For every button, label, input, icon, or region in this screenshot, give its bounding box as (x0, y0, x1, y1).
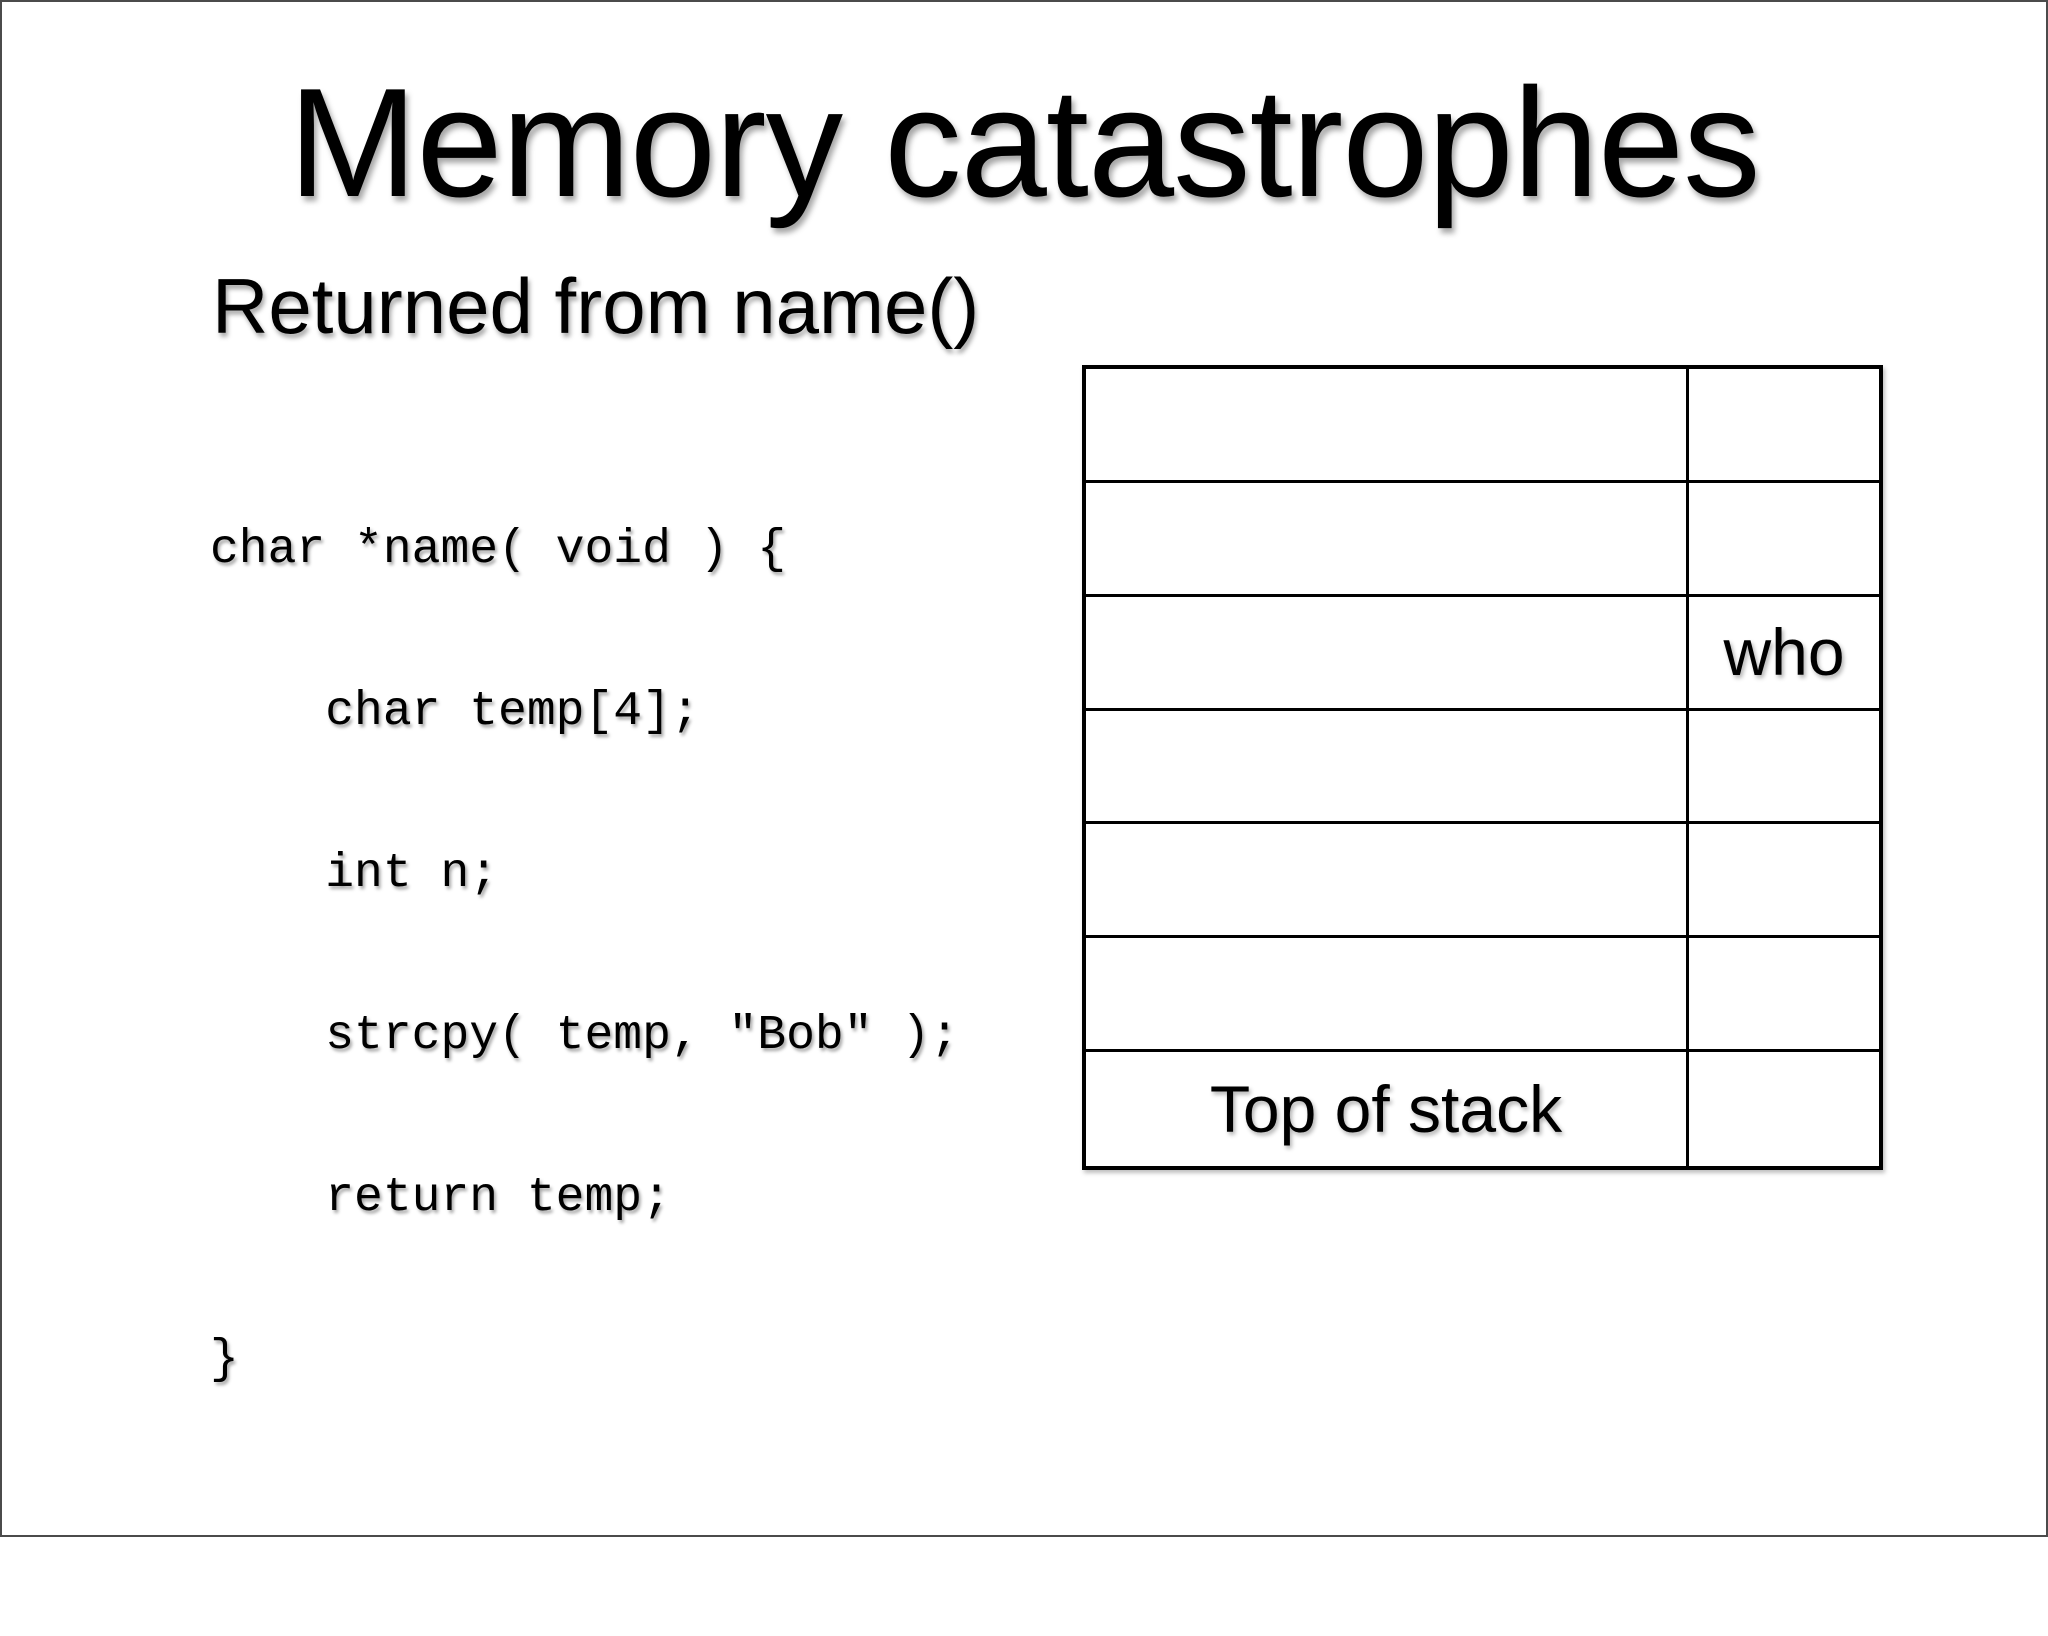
top-of-stack-cell: Top of stack (1086, 1052, 1689, 1166)
stack-pointer-cell (1689, 938, 1879, 1053)
code-listing: char *name( void ) { char temp[4]; int n… (210, 415, 959, 1636)
who-pointer-cell: who (1689, 597, 1879, 711)
code-line: char temp[4]; (210, 685, 700, 739)
code-line: char *name( void ) { (210, 523, 787, 577)
code-blank-line (210, 1495, 959, 1549)
stack-table: who Top of stack (1082, 365, 1883, 1170)
stack-pointer-cell (1689, 369, 1879, 483)
stack-pointer-cell (1689, 483, 1879, 597)
stack-memory-cell (1086, 482, 1689, 597)
stack-pointer-cell (1689, 824, 1879, 939)
stack-pointer-cell (1689, 1052, 1879, 1166)
stack-memory-cell (1086, 369, 1689, 483)
stack-memory-cell (1086, 596, 1689, 711)
slide-subtitle: Returned from name() (212, 262, 980, 350)
stack-memory-cell (1086, 824, 1689, 939)
stack-memory-cell (1086, 710, 1689, 825)
code-line: int n; (210, 847, 499, 901)
code-line: strcpy( temp, "Bob" ); (210, 1009, 959, 1063)
stack-memory-cell (1086, 938, 1689, 1053)
stack-pointer-cell (1689, 711, 1879, 825)
slide-title: Memory catastrophes (288, 56, 1760, 229)
code-line: return temp; (210, 1171, 671, 1225)
slide-frame: Memory catastrophes Returned from name()… (0, 0, 2048, 1537)
code-line: } (210, 1333, 239, 1387)
